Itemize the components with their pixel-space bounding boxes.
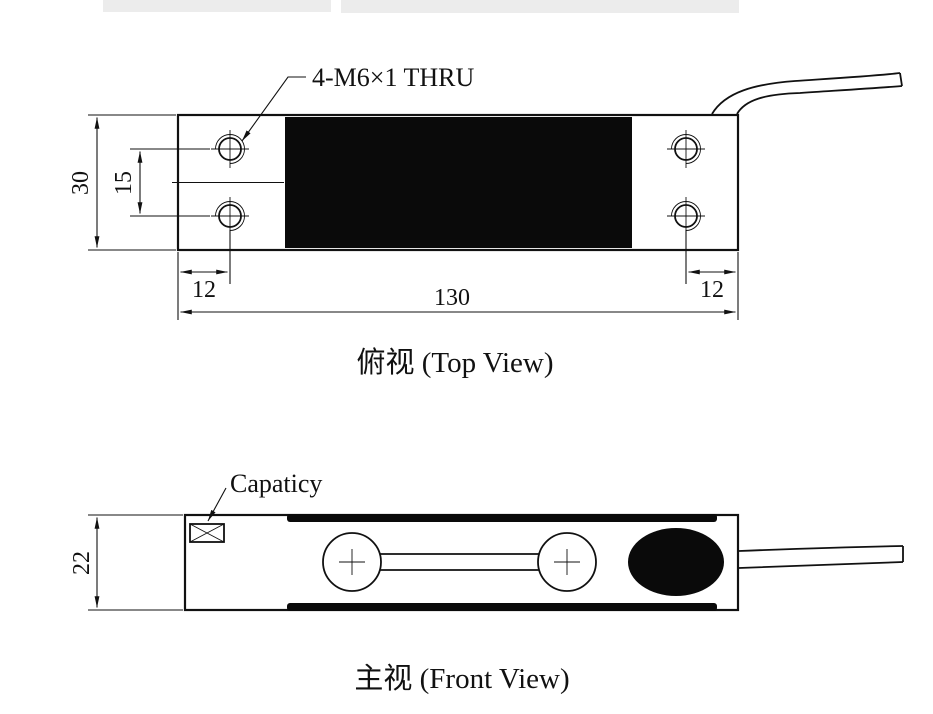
cable-top-view (711, 72, 903, 115)
capacity-leader (207, 487, 227, 522)
thread-hole-top-left (211, 130, 249, 168)
potting-blob (628, 528, 724, 596)
front-view-caption: 主视 (Front View) (354, 662, 569, 695)
dimension-15: 15 (111, 148, 210, 217)
cable-front-view (738, 545, 904, 569)
front-view-top-groove (287, 514, 717, 522)
hole-callout-label: 4-M6×1 THRU (312, 63, 474, 92)
dimension-130-text: 130 (434, 285, 470, 311)
scan-artifact-bar-right (341, 0, 739, 13)
capacity-label: Capaticy (230, 469, 322, 498)
top-view-black-block (285, 117, 632, 248)
dimension-22: 22 (69, 514, 183, 611)
hole-callout-leader (241, 76, 306, 142)
front-view: Capaticy 22 主视 (Front View) (69, 469, 904, 695)
dimension-15-text: 15 (111, 171, 137, 195)
thread-hole-bottom-right (667, 197, 705, 235)
thread-hole-bottom-left (211, 197, 249, 235)
dimension-30-text: 30 (68, 171, 94, 195)
crosshair-right (554, 549, 580, 575)
dimension-12-left-text: 12 (192, 277, 216, 303)
top-view-caption: 俯视 (Top View) (356, 346, 553, 379)
dumbbell-cutout (322, 532, 597, 592)
dimension-22-text: 22 (69, 551, 95, 575)
dimension-12-right: 12 (688, 269, 736, 303)
thread-hole-top-right (667, 130, 705, 168)
dimension-12-right-text: 12 (700, 277, 724, 303)
crosshair-left (339, 549, 365, 575)
dimension-30: 30 (68, 114, 176, 251)
top-view: 4-M6×1 THRU 30 15 12 12 (68, 63, 903, 379)
capacity-marker-box (189, 523, 225, 543)
dimension-130: 130 (180, 285, 736, 315)
dimension-12-left: 12 (180, 269, 228, 303)
front-view-bottom-groove (287, 603, 717, 611)
scan-artifact-bar-left (103, 0, 331, 12)
